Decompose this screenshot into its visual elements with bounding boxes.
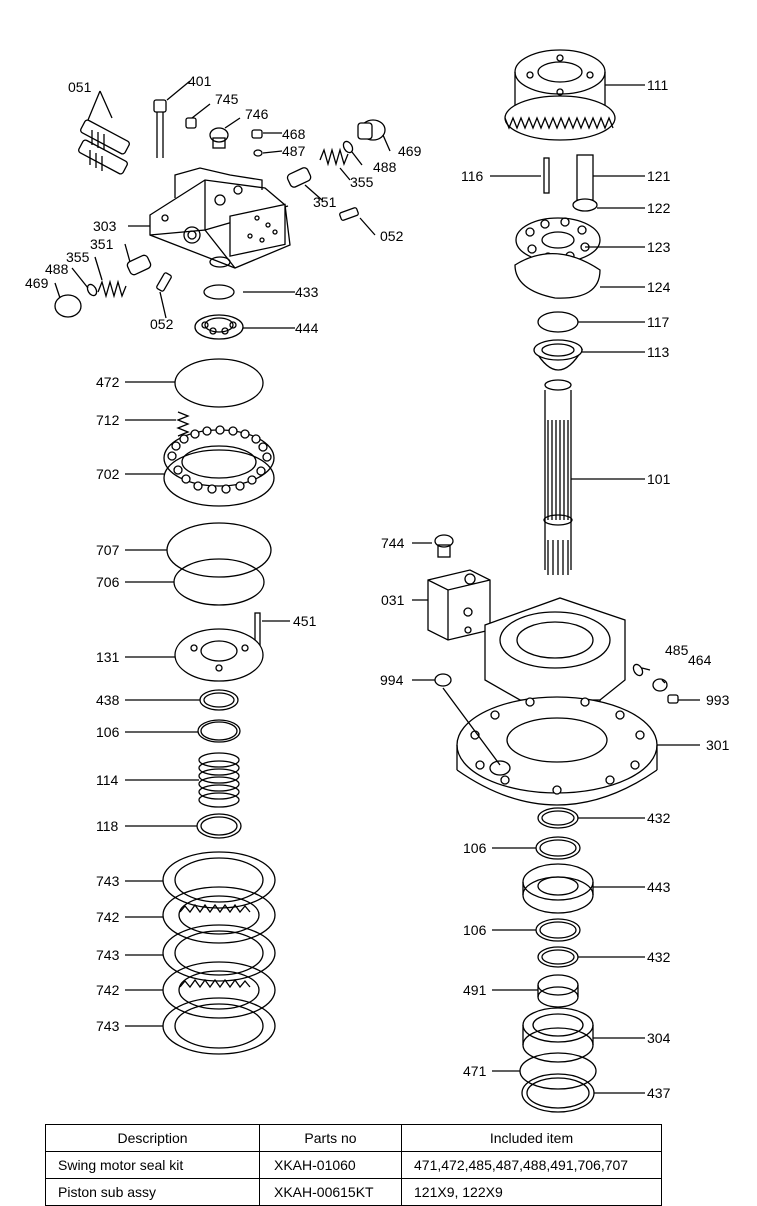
label-118: 118 <box>96 818 119 834</box>
label-993: 993 <box>706 692 730 708</box>
label-488-top: 488 <box>373 159 397 175</box>
label-742-b: 742 <box>96 982 120 998</box>
header-included-item: Included item <box>401 1124 662 1152</box>
label-432-top: 432 <box>647 810 671 826</box>
label-702: 702 <box>96 466 120 482</box>
label-469-bottom: 469 <box>25 275 49 291</box>
label-464: 464 <box>688 652 712 668</box>
part-labels: 051 401 745 746 468 487 469 488 355 351 … <box>25 73 730 1101</box>
right-column-parts <box>412 49 700 1113</box>
label-487: 487 <box>282 143 306 159</box>
label-106-right-top: 106 <box>463 840 487 856</box>
label-303: 303 <box>93 218 117 234</box>
label-122: 122 <box>647 200 671 216</box>
label-301: 301 <box>706 737 730 753</box>
label-491: 491 <box>463 982 487 998</box>
header-parts-no: Parts no <box>259 1124 402 1152</box>
label-745: 745 <box>215 91 239 107</box>
label-743-a: 743 <box>96 873 120 889</box>
label-117: 117 <box>647 314 670 330</box>
label-443: 443 <box>647 879 671 895</box>
label-707: 707 <box>96 542 120 558</box>
label-444: 444 <box>295 320 319 336</box>
label-116: 116 <box>461 168 484 184</box>
label-471: 471 <box>463 1063 487 1079</box>
cell-included-item: 471,472,485,487,488,491,706,707 <box>401 1151 662 1179</box>
label-111: 111 <box>647 77 668 93</box>
label-106-left: 106 <box>96 724 120 740</box>
table-header-row: Description Parts no Included item <box>45 1124 662 1152</box>
cell-parts-no: XKAH-00615KT <box>259 1178 402 1206</box>
label-114: 114 <box>96 772 119 788</box>
label-351-top: 351 <box>313 194 337 210</box>
label-304: 304 <box>647 1030 671 1046</box>
table-row: Piston sub assy XKAH-00615KT 121X9, 122X… <box>45 1178 662 1206</box>
cell-description: Swing motor seal kit <box>45 1151 260 1179</box>
label-746: 746 <box>245 106 269 122</box>
label-472: 472 <box>96 374 120 390</box>
label-706: 706 <box>96 574 120 590</box>
label-469-top: 469 <box>398 143 422 159</box>
label-994: 994 <box>380 672 404 688</box>
table-row: Swing motor seal kit XKAH-01060 471,472,… <box>45 1151 662 1179</box>
label-131: 131 <box>96 649 120 665</box>
label-438: 438 <box>96 692 120 708</box>
label-123: 123 <box>647 239 671 255</box>
left-column-parts <box>125 284 290 1055</box>
parts-kit-table: Description Parts no Included item Swing… <box>45 1124 662 1206</box>
cell-description: Piston sub assy <box>45 1178 260 1206</box>
cell-parts-no: XKAH-01060 <box>259 1151 402 1179</box>
label-052-top: 052 <box>380 228 404 244</box>
label-124: 124 <box>647 279 671 295</box>
valve-block-group <box>54 80 391 329</box>
label-351-bottom: 351 <box>90 236 114 252</box>
label-355-bottom: 355 <box>66 249 90 265</box>
label-742-a: 742 <box>96 909 120 925</box>
label-437: 437 <box>647 1085 671 1101</box>
label-488-bottom: 488 <box>45 261 69 277</box>
label-031: 031 <box>381 592 405 608</box>
label-101: 101 <box>647 471 671 487</box>
label-052-bottom: 052 <box>150 316 174 332</box>
label-485: 485 <box>665 642 689 658</box>
label-106-right-bottom: 106 <box>463 922 487 938</box>
label-451: 451 <box>293 613 317 629</box>
header-description: Description <box>45 1124 260 1152</box>
label-743-b: 743 <box>96 947 120 963</box>
label-712: 712 <box>96 412 120 428</box>
label-468: 468 <box>282 126 306 142</box>
label-401: 401 <box>188 73 212 89</box>
label-355-top: 355 <box>350 174 374 190</box>
label-743-c: 743 <box>96 1018 120 1034</box>
label-113: 113 <box>647 344 670 360</box>
label-432-bottom: 432 <box>647 949 671 965</box>
label-433: 433 <box>295 284 319 300</box>
cell-included-item: 121X9, 122X9 <box>401 1178 662 1206</box>
label-051: 051 <box>68 79 92 95</box>
label-121: 121 <box>647 168 671 184</box>
label-744: 744 <box>381 535 405 551</box>
